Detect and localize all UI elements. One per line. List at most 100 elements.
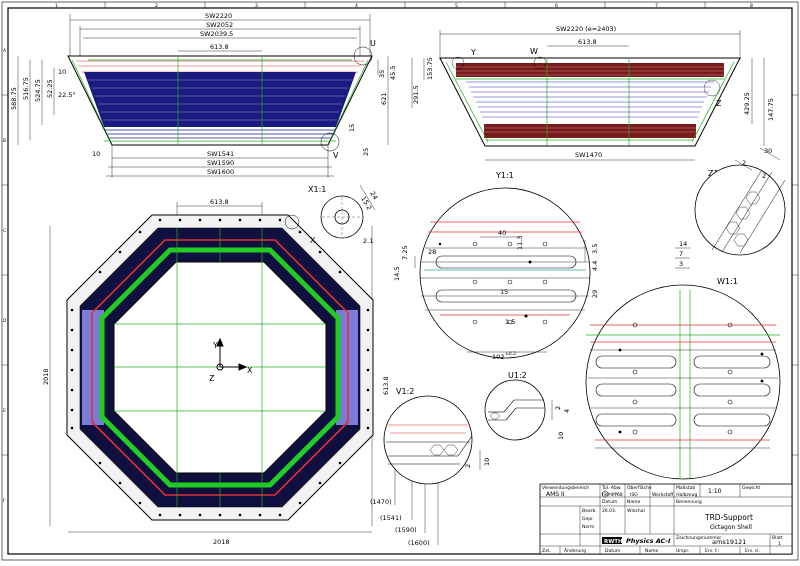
- detail-y1: Y1:1 40 11: [393, 171, 599, 361]
- border-row-b: B: [3, 138, 6, 144]
- tb-checked: Gepr.: [582, 516, 594, 522]
- detail-label-u: U: [370, 39, 376, 48]
- dim-y1-28: 28: [428, 248, 436, 256]
- dim-plan-2018-h: 2018: [213, 538, 230, 546]
- dim-35: 35: [378, 70, 386, 78]
- section-view-right: SW2220 (e=2403) 613.8: [411, 25, 775, 161]
- detail-label-z: Z: [716, 99, 722, 108]
- tb-rev-col-5: Ers. f.:: [705, 548, 719, 554]
- dim-z1-2b: 2: [762, 172, 766, 180]
- dim-291-5: 291.5: [412, 85, 420, 104]
- dim-sw1470: SW1470: [575, 151, 602, 159]
- tb-drawn: Bearb.: [582, 508, 597, 514]
- detail-label-v: V: [333, 151, 339, 160]
- dim-y1-7-25: 7.25: [401, 246, 409, 260]
- tb-title: TRD-Support: [704, 513, 753, 522]
- dim-147-75: 147.75: [767, 98, 775, 121]
- border-row-a: A: [3, 48, 7, 54]
- dim-z1-2a: 2: [742, 159, 746, 167]
- plan-view-octagon: 613.8 2018 2018 613.8: [42, 198, 439, 547]
- dim-sw2039-5: SW2039.5: [200, 30, 233, 38]
- dim-u1-2: 2: [554, 406, 562, 410]
- dim-y1-102-tol: ±0.2: [505, 351, 516, 357]
- dim-1590: (1590): [395, 526, 417, 534]
- dim-sw2052: SW2052: [206, 21, 233, 29]
- tb-rev-col-4: Urspr.: [676, 548, 689, 554]
- detail-label-x: X: [310, 236, 316, 245]
- dim-y1-15: 15: [500, 288, 508, 296]
- detail-label-w: W: [530, 47, 538, 56]
- dim-v1-2: 2: [464, 464, 472, 468]
- border-row-c: C: [3, 228, 6, 234]
- tb-drawn-date: 26.03.: [602, 508, 616, 514]
- tb-norm: Norm: [582, 524, 594, 530]
- title-block: Verwendungsbereich AMS II Tol. Abw. ISO …: [539, 483, 793, 555]
- dim-y1-40: 40: [498, 229, 506, 237]
- detail-w1-title: W1:1: [717, 277, 738, 286]
- dim-1541: (1541): [380, 514, 402, 522]
- tb-name-hdr: Name: [627, 499, 641, 505]
- section-view-left: SW2220 SW2052 SW2039.5 613.8: [10, 12, 397, 178]
- dim-1470: (1470): [370, 498, 392, 506]
- detail-x1-title: X1:1: [308, 185, 326, 194]
- border-row-f: F: [3, 498, 6, 504]
- border-col-7: 7: [655, 3, 658, 9]
- tb-rev-col-2: Datum: [605, 548, 620, 554]
- dim-10-top: 10: [58, 68, 66, 76]
- dim-524-75: 524.75: [34, 79, 42, 102]
- dim-y1-102: 102: [492, 353, 504, 361]
- tb-finish-hdr: Oberfläche: [627, 485, 652, 491]
- dim-w1-7: 7: [679, 250, 683, 258]
- dim-u1-4: 4: [563, 409, 571, 413]
- dim-y1-11-3: 11.3: [516, 236, 524, 250]
- axis-label-y: Y: [212, 341, 218, 350]
- tb-rev-col-6: Ers. d.:: [745, 548, 761, 554]
- dim-15: 15: [348, 124, 356, 132]
- detail-z1: Z1:1 30 2 2: [694, 147, 786, 256]
- dim-y1-1-5: 1.5: [505, 318, 515, 326]
- border-row-e: E: [3, 408, 6, 414]
- dim-sw2220-e: SW2220 (e=2403): [556, 25, 616, 33]
- company-logo-icon: [601, 490, 618, 498]
- dim-sw1590: SW1590: [207, 159, 234, 167]
- border-col-2: 2: [155, 3, 158, 9]
- border-col-5: 5: [455, 3, 458, 9]
- border-row-d: D: [3, 318, 7, 324]
- dim-613-8-right: 613.8: [578, 38, 597, 46]
- detail-u1-title: U1:2: [508, 371, 527, 380]
- tb-dept: Physics AC-I: [626, 537, 671, 545]
- tb-scale: 1:10: [708, 488, 722, 495]
- dim-10-bottom: 10: [92, 150, 100, 158]
- tb-weight-hdr: Gewicht: [742, 485, 761, 491]
- detail-y1-title: Y1:1: [495, 171, 514, 180]
- tb-creator-hdr: Verwendungsbereich: [542, 485, 589, 491]
- dim-plan-613-8: 613.8: [210, 198, 229, 206]
- tb-drawing-no-hdr: Zeichnungsnummer: [676, 535, 721, 541]
- border-col-3: 3: [255, 3, 258, 9]
- tb-finish: ISO: [630, 492, 638, 498]
- dim-52-25: 52.25: [46, 79, 54, 98]
- dim-y1-14-5: 14.5: [393, 267, 401, 281]
- dim-153-75: 153.75: [426, 57, 434, 80]
- tb-desig-hdr: Benennung: [676, 499, 702, 505]
- tb-sheet: 1: [778, 541, 781, 547]
- dim-y1-3-5: 3.5: [591, 244, 599, 254]
- tb-sheet-hdr: Blatt: [772, 535, 783, 541]
- dim-x1-24: 24: [368, 190, 379, 201]
- dim-588-75: 588.75: [10, 87, 18, 110]
- tb-project: AMS II: [546, 491, 565, 498]
- tb-rev-col-3: Name: [645, 548, 659, 554]
- border-col-8: 8: [750, 3, 753, 9]
- axis-label-x: X: [247, 366, 253, 375]
- tb-material-hdr: Werkstoff, Halbzeug: [652, 492, 697, 498]
- tb-rev-col-0: Zst.: [542, 548, 551, 554]
- detail-v1-title: V1:2: [396, 387, 414, 396]
- border-col-1: 1: [55, 3, 58, 9]
- dim-u1-10: 10: [557, 432, 565, 440]
- dim-25: 25: [362, 148, 370, 156]
- dim-sw2220: SW2220: [205, 12, 232, 20]
- dim-45-5: 45.5: [389, 66, 397, 80]
